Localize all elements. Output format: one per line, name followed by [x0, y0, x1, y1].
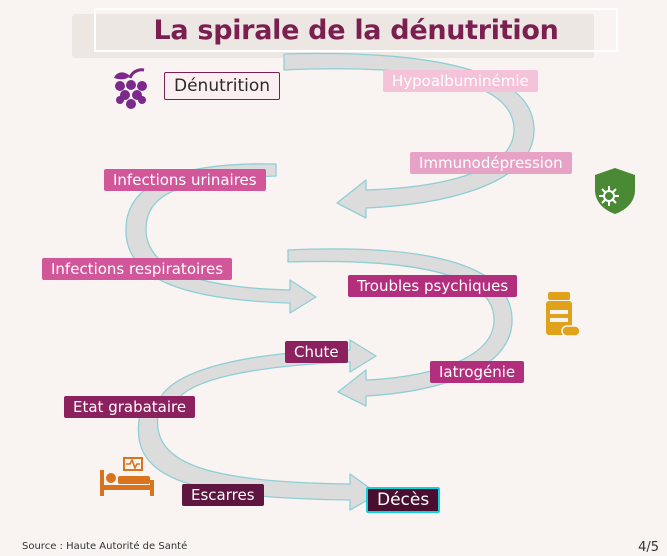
step-escarres: Escarres	[182, 484, 264, 506]
step-etat-grabataire: Etat grabataire	[64, 396, 196, 418]
step-infections-respiratoires: Infections respiratoires	[42, 258, 233, 280]
step-immunodepression: Immunodépression	[410, 152, 572, 174]
source-note: Source : Haute Autorité de Santé	[22, 541, 188, 552]
virus-shield-icon	[595, 168, 635, 214]
grapes-icon	[114, 68, 147, 109]
step-denutrition: Dénutrition	[164, 72, 281, 100]
title-box: La spirale de la dénutrition	[94, 8, 618, 52]
step-troubles-psychiques: Troubles psychiques	[348, 275, 518, 297]
page-title: La spirale de la dénutrition	[153, 14, 559, 46]
step-infections-urinaires: Infections urinaires	[104, 169, 266, 191]
step-deces: Décès	[366, 487, 441, 513]
hospital-bed-icon	[100, 457, 154, 496]
page-number: 4/5	[638, 540, 659, 555]
step-hypoalbuminemie: Hypoalbuminémie	[383, 70, 538, 92]
medicine-bottle-icon	[546, 292, 581, 337]
step-iatrogenie: Iatrogénie	[430, 361, 525, 383]
step-chute: Chute	[285, 341, 348, 363]
